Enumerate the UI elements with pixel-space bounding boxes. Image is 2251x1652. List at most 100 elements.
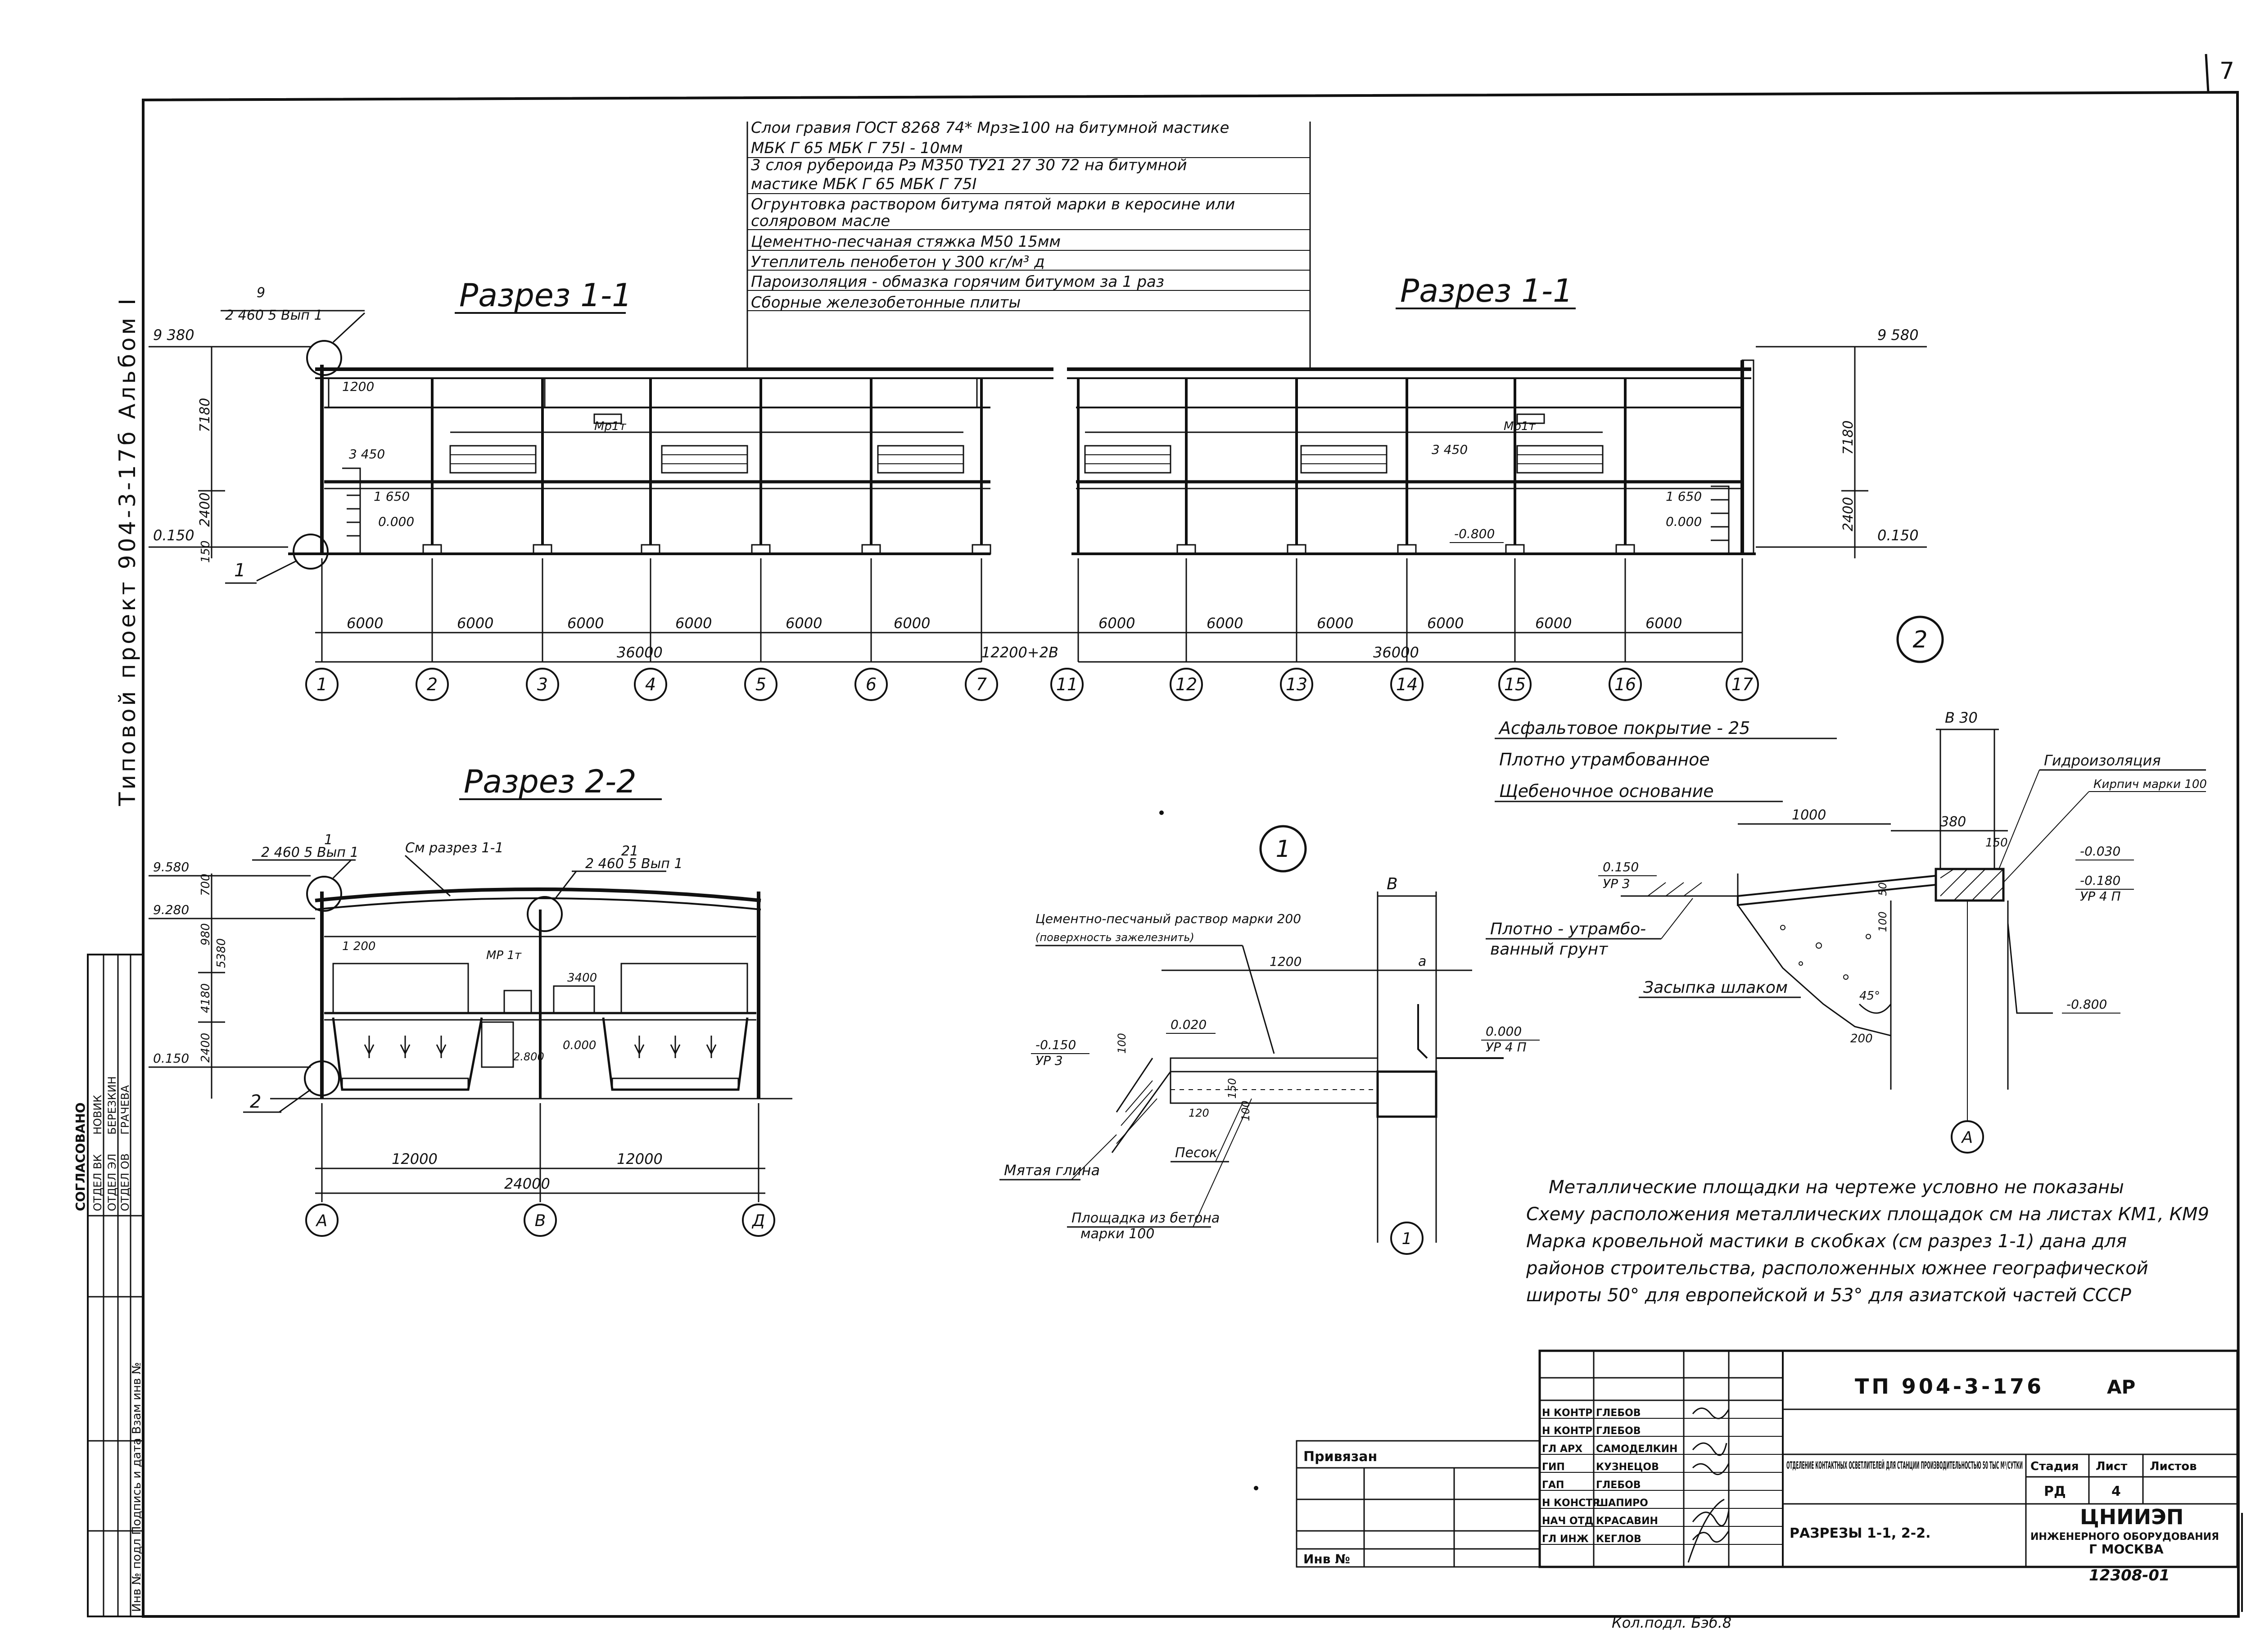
dim-7180-right: 7180	[1840, 421, 1856, 455]
span-13: 6000	[1317, 615, 1353, 632]
section-2-2-title: Разрез 2-2	[464, 763, 637, 800]
tb-name-4: КУЗНЕЦОВ	[1596, 1462, 1659, 1473]
detail-2-hydro: Гидроизоляция	[2044, 752, 2161, 769]
tb-sheets-label: Листов	[2150, 1460, 2197, 1473]
detail-2-compact: Плотно утрамбованное	[1499, 750, 1710, 769]
mark-0000-left: 0.000	[378, 514, 414, 529]
stray-dot	[1159, 810, 1164, 815]
tb-sheet-title: РАЗРЕЗЫ 1-1, 2-2.	[1790, 1525, 1930, 1541]
tb-sheet: 4	[2111, 1484, 2121, 1499]
dim-2-2-2400: 2400	[199, 1033, 212, 1063]
detail-1-yr4: УР 4 П	[1486, 1040, 1527, 1055]
detail-2-200: 200	[1850, 1032, 1873, 1046]
note-line-2: Схему расположения металлических площадо…	[1526, 1204, 2209, 1225]
tb-name-2: ГЛЕБОВ	[1596, 1426, 1641, 1437]
section-1-1-title-right: Разрез 1-1	[1400, 272, 1573, 309]
dim-7180-left: 7180	[197, 398, 213, 432]
detail-1-100: 100	[1116, 1033, 1128, 1054]
axis-3: 3	[537, 674, 548, 694]
tb-org: ЦНИИЭП	[2080, 1505, 2183, 1529]
detail-2-yr3: УР 3	[1603, 876, 1630, 891]
dim-chain-1-1: 6000 6000 6000 6000 6000 6000 6000 6000 …	[315, 558, 1743, 663]
mark-2-2-2800: 2.800	[513, 1050, 544, 1063]
tb-role-7: НАЧ ОТД	[1542, 1516, 1593, 1527]
dim-2-2-980: 980	[199, 923, 212, 946]
crane-mark-left: Мр1т	[594, 420, 626, 433]
span-2-2-b: 12000	[617, 1150, 663, 1168]
detail-2-45: 45°	[1859, 989, 1880, 1003]
axis-11: 11	[1056, 674, 1078, 694]
mark-0800-right: -0.800	[1454, 526, 1495, 541]
detail-2-b30: В 30	[1945, 709, 1978, 726]
span-3: 6000	[567, 615, 604, 632]
mark-2-2-mr: МР 1т	[486, 949, 522, 962]
detail-2-slag: Засыпка шлаком	[1643, 978, 1788, 997]
tb-privyazan: Привязан	[1303, 1449, 1377, 1465]
detail-1-150: 150	[1226, 1078, 1239, 1099]
tb-sheet-label: Лист	[2096, 1460, 2127, 1473]
crane-mark-right: Мр1т	[1504, 420, 1536, 433]
detail-1-number: 1	[1275, 836, 1290, 863]
axis-4: 4	[645, 674, 656, 694]
span-11: 6000	[1098, 615, 1135, 632]
roof-layer-5: Утеплитель пенобетон γ 300 кг/м³ д	[751, 253, 1045, 271]
elev-9380-left: 9 380	[153, 326, 194, 344]
tb-role-8: ГЛ ИНЖ	[1542, 1534, 1589, 1545]
tb-role-4: ГИП	[1542, 1462, 1565, 1473]
detail-1-sand: Песок	[1175, 1145, 1217, 1161]
axis-13: 13	[1286, 674, 1307, 694]
elev-0150-left: 0.150	[153, 527, 194, 544]
tb-name-6: ШАПИРО	[1596, 1498, 1648, 1509]
mark-3450-right: 3 450	[1432, 442, 1468, 457]
roof-layer-2b: мастике МБК Г 65 МБК Г 75I	[751, 175, 976, 193]
tb-role-3: ГЛ АРХ	[1542, 1444, 1582, 1455]
note-line-4: районов строительства, расположенных южн…	[1526, 1258, 2148, 1279]
axis-17: 17	[1731, 674, 1753, 694]
detail-1-mortar2: (поверхность зажелезнить)	[1035, 931, 1194, 944]
axis-V: В	[535, 1212, 546, 1230]
tb-name-3: САМОДЕЛКИН	[1596, 1444, 1677, 1455]
stray-dot-2	[1254, 1486, 1258, 1490]
detail-2-0030: -0.030	[2080, 844, 2120, 859]
section-1-1-title-left: Разрез 1-1	[459, 277, 632, 314]
span-2: 6000	[457, 615, 493, 632]
detail-1-1200: 1200	[1270, 954, 1302, 969]
note-line-3: Марка кровельной мастики в скобках (см р…	[1526, 1231, 2127, 1252]
gap-dim: 12200+2В	[981, 644, 1058, 661]
tb-org3: Г МОСКВА	[2089, 1542, 2164, 1557]
detail-2-brick: Кирпич марки 100	[2093, 778, 2207, 791]
stamp-row-3: ОТДЕЛ ОВ	[119, 1154, 131, 1212]
detail-2-axis: А	[1961, 1128, 1973, 1147]
tb-role-1: Н КОНТР	[1542, 1408, 1592, 1419]
span-14: 6000	[1427, 615, 1464, 632]
tb-archive: 12308-01	[2089, 1566, 2170, 1584]
detail-1-0000: 0.000	[1486, 1024, 1522, 1039]
total-right: 36000	[1373, 644, 1419, 661]
detail-2-soil2: ванный грунт	[1490, 940, 1608, 959]
tb-name-1: ГЛЕБОВ	[1596, 1408, 1641, 1419]
dim-2-2-700: 700	[199, 874, 212, 896]
span-12: 6000	[1207, 615, 1243, 632]
tb-code: ТП 904-3-176	[1855, 1374, 2044, 1399]
detail-2-50: 50	[1876, 882, 1889, 896]
span-16: 6000	[1645, 615, 1682, 632]
roof-layer-6: Пароизоляция - обмазка горячим битумом з…	[751, 273, 1164, 291]
mark-1650-left: 1 650	[374, 489, 410, 504]
mark-2-2-3400: 3400	[567, 971, 597, 985]
detail-1-yr3: УР 3	[1035, 1053, 1063, 1068]
detail-2-1000: 1000	[1792, 807, 1826, 823]
axis-5: 5	[755, 674, 766, 694]
axis-15: 15	[1504, 674, 1526, 694]
elev-2-2-9280: 9.280	[153, 902, 189, 917]
detail-1-120: 120	[1189, 1107, 1209, 1119]
roof-layer-4: Цементно-песчаная стяжка М50 15мм	[751, 233, 1061, 251]
roof-layer-3: Огрунтовка раствором битума пятой марки …	[751, 195, 1235, 213]
general-notes: Металлические площадки на чертеже условн…	[1526, 1177, 2209, 1306]
detail-1-a: а	[1418, 954, 1426, 969]
dim-2400-right: 2400	[1840, 497, 1856, 531]
detail-2-150: 150	[1985, 836, 2008, 850]
span-2-2-a: 12000	[392, 1150, 438, 1168]
note-line-1: Металлические площадки на чертеже условн…	[1549, 1177, 2124, 1198]
detail-1-slab2: марки 100	[1080, 1226, 1154, 1242]
